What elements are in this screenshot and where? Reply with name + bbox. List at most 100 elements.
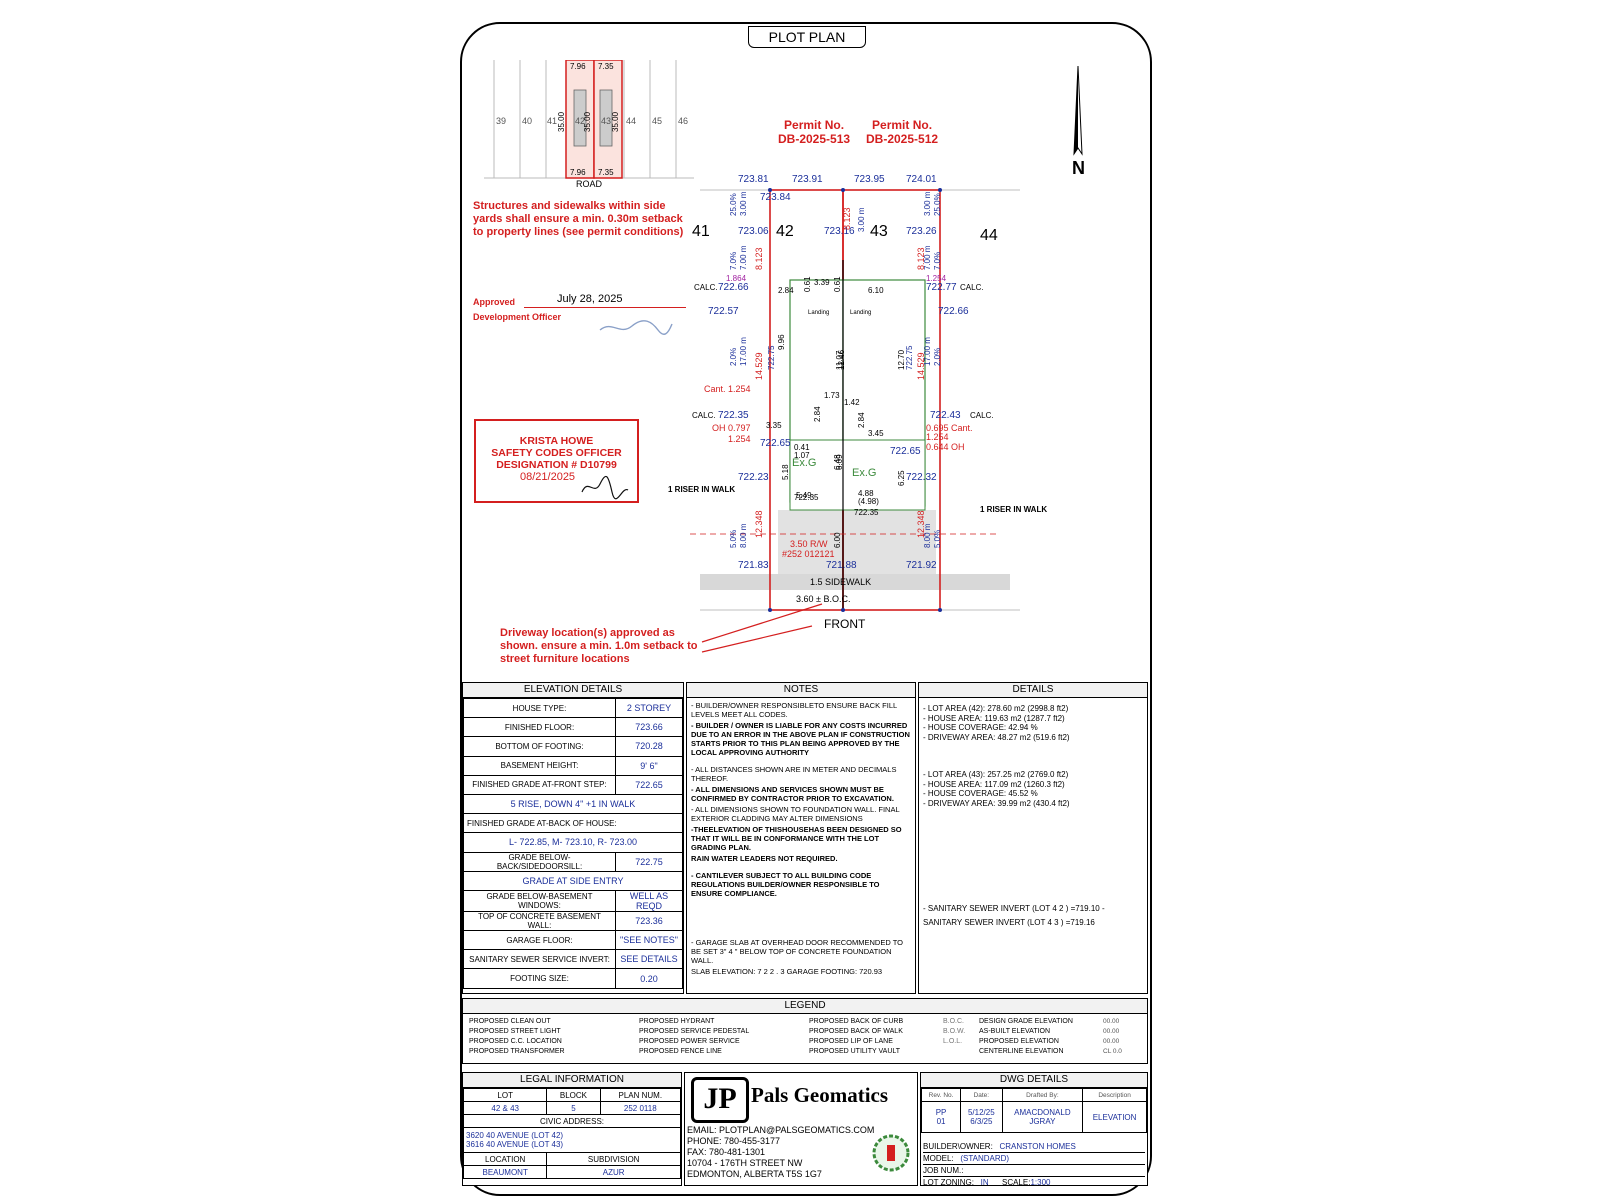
keymap-width-bottom-43: 7.35	[598, 168, 614, 177]
depth-right: 8.123	[916, 247, 926, 270]
legend-col-1: PROPOSED CLEAN OUT PROPOSED STREET LIGHT…	[469, 1017, 565, 1057]
dist-side-right: 7.00 m	[923, 245, 932, 270]
note-4: - ALL DIMENSIONS AND SERVICES SHOWN MUST…	[691, 785, 894, 803]
legend-design-grade: DESIGN GRADE ELEVATION	[979, 1018, 1073, 1025]
drafted-1: AMACDONALD	[1014, 1108, 1071, 1117]
permit-512-number: DB-2025-512	[866, 132, 939, 146]
depth-left: 8.123	[754, 247, 764, 270]
lot-value: 42 & 43	[462, 1101, 548, 1115]
sewer-invert-label: SANITARY SEWER SERVICE INVERT:	[463, 949, 616, 970]
pct-front-right: 5.0%	[933, 530, 942, 548]
permit-513: Permit No. DB-2025-513	[778, 118, 850, 146]
site-plan: 41 42 43 44 723.81 723.91 723.95 724.01 …	[690, 170, 1020, 640]
elev-rear-corner: 723.84	[760, 192, 791, 203]
keymap-depth-1: 35.00	[557, 111, 566, 132]
key-map: 39 40 41 42 43 44 45 46 7.96 7.35 7.96 7…	[484, 59, 694, 189]
stamp-date: 08/21/2025	[520, 471, 576, 483]
company-contact: EMAIL: PLOTPLAN@PALSGEOMATICS.COM PHONE:…	[687, 1125, 874, 1180]
dwg-details-header: DWG DETAILS	[921, 1073, 1147, 1088]
dim-6-09: 6.09	[835, 454, 844, 470]
keymap-road: ROAD	[576, 179, 603, 188]
lot43-coverage: - HOUSE COVERAGE: 45.52 %	[923, 789, 1038, 798]
lot42-area: - LOT AREA (42): 278.60 m2 (2998.8 ft2)	[923, 704, 1069, 713]
elev-side-3: 723.26	[906, 226, 937, 237]
builder-value: CRANSTON HOMES	[999, 1142, 1076, 1151]
dist-front-left: 8.00 m	[739, 523, 748, 548]
dwg-details-panel: DWG DETAILS Rev. No.Date:Drafted By:Desc…	[920, 1072, 1148, 1187]
member-badge-icon	[871, 1133, 911, 1173]
company-logo: JP	[691, 1077, 749, 1123]
civic-address-1: 3620 40 AVENUE (LOT 42)	[466, 1131, 564, 1140]
legend-hydrant: PROPOSED HYDRANT	[639, 1018, 715, 1025]
calc-word-left: CALC.	[694, 283, 718, 292]
oh-right: 0.644 OH	[926, 442, 965, 452]
model-label: MODEL:	[923, 1154, 954, 1163]
stamp-name: KRISTA HOWE	[519, 435, 594, 447]
approved-label: Approved	[473, 297, 516, 307]
basement-windows-label: GRADE BELOW-BASEMENT WINDOWS:	[463, 889, 616, 912]
setback-rear-left: 3.00 m	[739, 191, 748, 216]
elev-722-75b: 722.75	[905, 345, 914, 370]
company-address-2: EDMONTON, ALBERTA T5S 1G7	[687, 1169, 822, 1179]
table-row: FINISHED FLOOR:723.66	[463, 717, 683, 738]
top-wall-value: 723.36	[615, 910, 683, 932]
legend-back-of-curb: PROPOSED BACK OF CURB	[809, 1018, 904, 1025]
table-row: GRADE BELOW-BASEMENT WINDOWS:WELL AS REQ…	[463, 889, 683, 912]
scale-value: 1:300	[1030, 1178, 1051, 1187]
elev-722-43: 722.43	[930, 410, 961, 421]
civic-address-label: CIVIC ADDRESS:	[463, 1114, 681, 1128]
company-address-1: 10704 - 176TH STREET NW	[687, 1158, 803, 1168]
side-entry-value: GRADE AT SIDE ENTRY	[463, 870, 683, 891]
top-wall-label: TOP OF CONCRETE BASEMENT WALL:	[463, 910, 616, 932]
page-title: PLOT PLAN	[748, 26, 866, 48]
key-map-drawing: 39 40 41 42 43 44 45 46 7.96 7.35 7.96 7…	[484, 59, 694, 189]
note-10: SLAB ELEVATION: 7 2 2 . 3 GARAGE FOOTING…	[691, 967, 883, 976]
keymap-depth-2: 35.00	[583, 111, 592, 132]
front-label: FRONT	[824, 617, 866, 631]
dim-0-41: 0.41	[794, 443, 810, 452]
footing-size-label: FOOTING SIZE:	[463, 968, 616, 989]
legend-header: LEGEND	[463, 999, 1147, 1014]
driveway-note: Driveway location(s) approved as shown. …	[500, 627, 698, 665]
drafted-2: JGRAY	[1029, 1117, 1056, 1126]
model-value: (STANDARD)	[960, 1154, 1010, 1163]
dim-1-73: 1.73	[824, 391, 840, 400]
table-row: GRADE AT SIDE ENTRY	[463, 870, 683, 891]
dim-12-348b: 12.348	[916, 510, 926, 538]
table-row: BOTTOM OF FOOTING:720.28	[463, 736, 683, 757]
oh-left-2: 1.254	[728, 434, 751, 444]
subdivision-label: SUBDIVISION	[546, 1152, 681, 1166]
dim-5-18: 5.18	[781, 464, 790, 480]
dist-front-right: 8.00 m	[923, 523, 932, 548]
legend-clean-out: PROPOSED CLEAN OUT	[469, 1018, 551, 1025]
company-email: EMAIL: PLOTPLAN@PALSGEOMATICS.COM	[687, 1125, 875, 1135]
dim-0-61a: 0.61	[803, 276, 812, 292]
elevation-details-table: HOUSE TYPE:2 STOREY FINISHED FLOOR:723.6…	[463, 697, 683, 989]
company-fax: FAX: 780-481-1301	[687, 1147, 766, 1157]
landing-2: Landing	[850, 310, 871, 316]
table-row: L- 722.85, M- 723.10, R- 723.00	[463, 832, 683, 853]
garage-floor-label: GARAGE FLOOR:	[463, 930, 616, 951]
lot-label: LOT	[462, 1088, 548, 1102]
keymap-lot-44: 44	[626, 116, 636, 126]
dist-mid-right: 17.00 m	[923, 337, 932, 366]
approval-underline	[524, 307, 686, 308]
lot-label-42: 42	[776, 223, 794, 240]
table-row: HOUSE TYPE:2 STOREY	[463, 697, 683, 719]
legend-proposed-elev: PROPOSED ELEVATION	[979, 1038, 1059, 1045]
lot42-coverage: - HOUSE COVERAGE: 42.94 %	[923, 723, 1038, 732]
col-rev: Rev. No.	[920, 1088, 962, 1102]
basement-height-value: 9' 6"	[615, 755, 683, 776]
dim-6-00: 6.00	[833, 532, 842, 548]
note-5: - ALL DIMENSIONS SHOWN TO FOUNDATION WAL…	[691, 805, 900, 823]
calc-word-right: CALC.	[960, 283, 984, 292]
dim-2-84c: 2.84	[857, 412, 866, 428]
company-phone: PHONE: 780-455-3177	[687, 1136, 781, 1146]
garage-floor-value: "SEE NOTES"	[615, 930, 683, 951]
subdivision-value: AZUR	[546, 1165, 681, 1179]
legend-centerline: CENTERLINE ELEVATION	[979, 1048, 1064, 1055]
col-date: Date:	[960, 1088, 1003, 1102]
lot42-house-area: - HOUSE AREA: 119.63 m2 (1287.7 ft2)	[923, 713, 1065, 723]
